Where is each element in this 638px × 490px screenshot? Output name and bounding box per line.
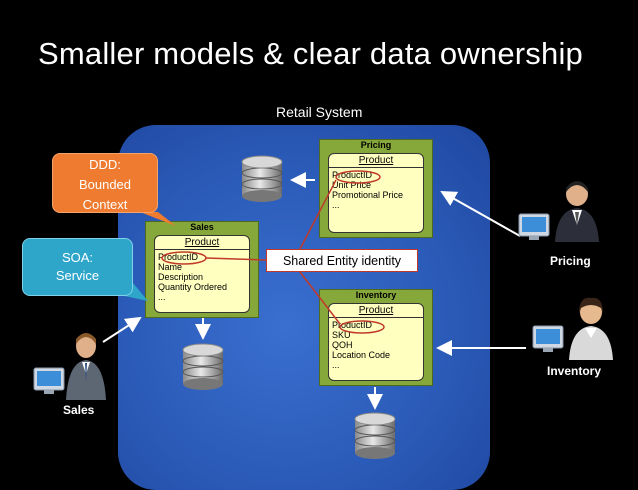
inventory-field: ...	[332, 360, 340, 370]
inventory-productid-highlight	[339, 320, 385, 334]
soa-service-callout: SOA: Service	[22, 238, 133, 296]
sales-field: Description	[158, 272, 204, 282]
sales-database-icon	[182, 343, 224, 390]
inventory-field: Location Code	[332, 350, 391, 360]
connector-layer	[102, 170, 526, 410]
pricing-field: Promotional Price	[332, 190, 404, 200]
ddd-bounded-context-callout: DDD: Bounded Context	[52, 153, 158, 213]
sales-field: ...	[158, 292, 166, 302]
sales-field: ProductID	[158, 252, 199, 262]
inventory-entity-title: Product	[329, 304, 423, 318]
pricing-field-list: ProductID Unit Price Promotional Price .…	[329, 168, 423, 210]
retail-system-label: Retail System	[276, 104, 363, 120]
inventory-product-entity: Product ProductID SKU QOH Location Code …	[328, 303, 424, 381]
pricing-service-title: Pricing	[360, 140, 392, 150]
sales-entity-title: Product	[155, 236, 249, 250]
pricing-field: ...	[332, 200, 340, 210]
pricing-service-box: Pricing Product ProductID Unit Price Pro…	[319, 139, 433, 238]
inventory-user-icon	[532, 297, 613, 360]
inventory-field: SKU	[332, 330, 351, 340]
sales-productid-highlight	[161, 251, 207, 265]
inventory-actor-label: Inventory	[547, 364, 602, 378]
pricing-product-entity: Product ProductID Unit Price Promotional…	[328, 153, 424, 233]
pricing-entity-title: Product	[329, 154, 423, 168]
pricing-actor-label: Pricing	[550, 254, 591, 268]
sales-field: Name	[158, 262, 183, 272]
sales-user-arrow	[102, 316, 142, 343]
sales-field: Quantity Ordered	[158, 282, 228, 292]
inventory-field: QOH	[332, 340, 353, 350]
sales-product-entity: Product ProductID Name Description Quant…	[154, 235, 250, 313]
inventory-field-list: ProductID SKU QOH Location Code ...	[329, 318, 423, 370]
shared-link-inventory	[299, 271, 341, 325]
sales-actor-label: Sales	[63, 403, 95, 417]
shared-entity-identity-label: Shared Entity identity	[266, 249, 418, 272]
ddd-callout-pointer	[140, 212, 176, 226]
sales-user-icon	[33, 333, 106, 400]
inventory-field: ProductID	[332, 320, 373, 330]
sales-service-box: Sales Product ProductID Name Description…	[145, 221, 259, 318]
pricing-database-icon	[241, 155, 283, 202]
pricing-user-icon	[518, 181, 599, 242]
inventory-service-title: Inventory	[355, 290, 397, 300]
pricing-user-arrow	[440, 191, 521, 237]
sales-service-title: Sales	[190, 222, 214, 232]
shared-link-pricing	[299, 179, 337, 250]
inventory-database-icon	[354, 412, 396, 459]
sales-field-list: ProductID Name Description Quantity Orde…	[155, 250, 249, 302]
inventory-service-box: Inventory Product ProductID SKU QOH Loca…	[319, 289, 433, 386]
pricing-productid-highlight	[335, 170, 381, 184]
pricing-field: ProductID	[332, 170, 373, 180]
soa-callout-pointer	[120, 283, 148, 301]
slide-title: Smaller models & clear data ownership	[38, 36, 583, 71]
pricing-field: Unit Price	[332, 180, 372, 190]
shared-link-sales	[205, 257, 267, 261]
